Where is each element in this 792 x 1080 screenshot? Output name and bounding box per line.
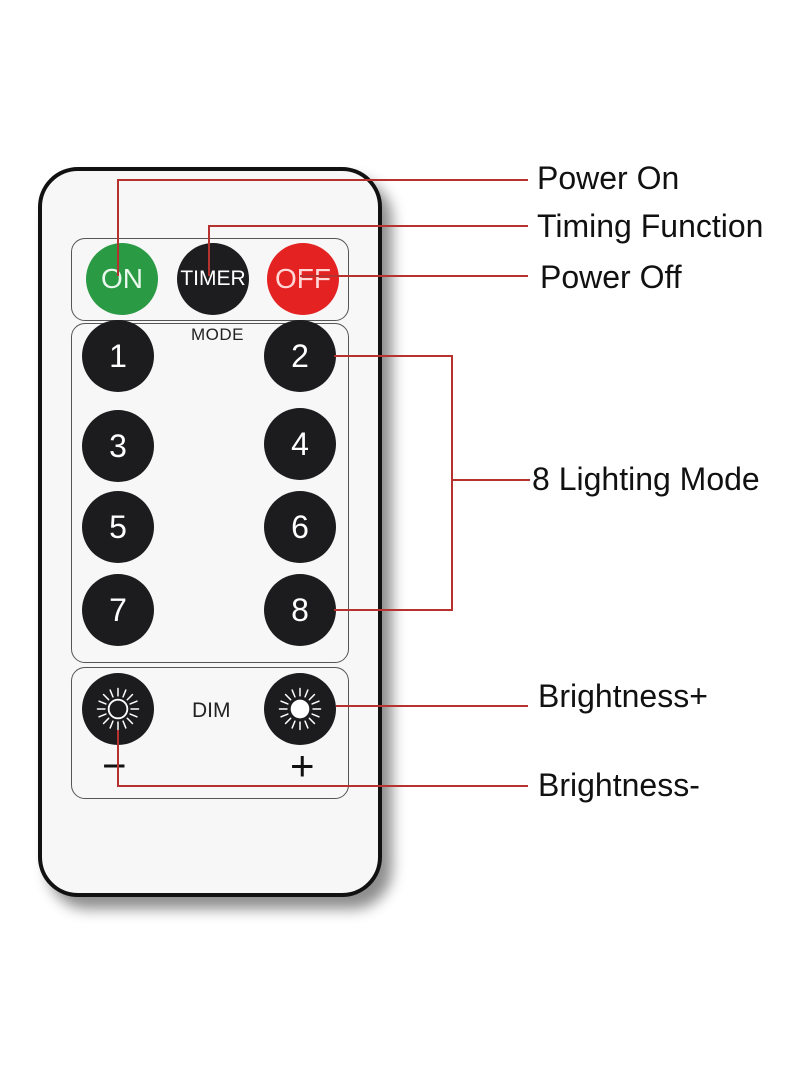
brightness-plus-sign: + [290,742,315,789]
callout-power-off: Power Off [540,259,682,295]
mode-button-4[interactable]: 4 [264,408,336,480]
brightness-minus-button[interactable] [82,673,154,745]
timer-button[interactable]: TIMER [177,243,249,315]
sun-dim-icon [96,687,140,731]
mode-button-6[interactable]: 6 [264,491,336,563]
callout-power-on: Power On [537,160,680,196]
on-button[interactable]: ON [86,243,158,315]
mode-button-3[interactable]: 3 [82,410,154,482]
dim-label: DIM [192,699,231,722]
off-button[interactable]: OFF [267,243,339,315]
brightness-minus-sign: − [102,742,127,789]
remote-control: ON TIMER OFF MODE 1 2 3 4 5 6 7 8 DIM [38,167,382,897]
callout-brightness-minus: Brightness- [538,767,700,803]
callout-brightness-plus: Brightness+ [538,678,708,714]
mode-button-8[interactable]: 8 [264,574,336,646]
mode-button-7[interactable]: 7 [82,574,154,646]
mode-label: MODE [191,325,244,344]
mode-button-1[interactable]: 1 [82,320,154,392]
sun-bright-icon [278,687,322,731]
brightness-plus-button[interactable] [264,673,336,745]
mode-button-2[interactable]: 2 [264,320,336,392]
callout-lighting-mode: 8 Lighting Mode [532,461,760,497]
mode-button-5[interactable]: 5 [82,491,154,563]
callout-timing-function: Timing Function [537,208,764,244]
